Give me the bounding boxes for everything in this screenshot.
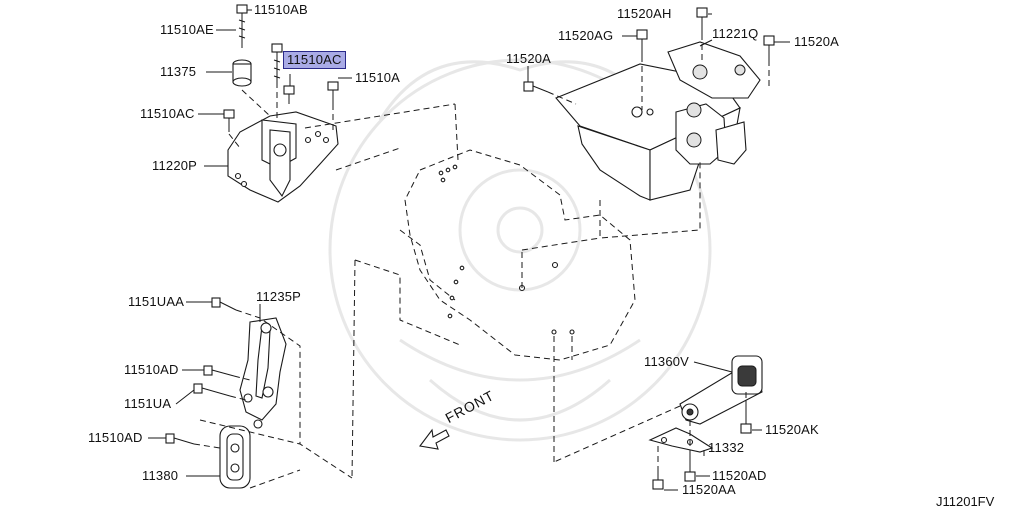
- watermark-emblem: [328, 58, 712, 442]
- label-11520AG[interactable]: 11520AG: [558, 28, 614, 43]
- label-1151UAA[interactable]: 1151UAA: [128, 294, 185, 309]
- bolt-1151UAA: [211, 297, 237, 311]
- torque-rod-11360V: [679, 355, 763, 425]
- bracket-11220P: [227, 111, 339, 203]
- label-11360V[interactable]: 11360V: [644, 354, 690, 369]
- label-11510A-left[interactable]: 11510A: [355, 70, 401, 85]
- bolt-11520AD: [684, 456, 696, 482]
- bolt-1151UA: [193, 383, 231, 397]
- stud-11510AB: [271, 43, 283, 88]
- label-11520A-left[interactable]: 11520A: [506, 51, 552, 66]
- label-11380[interactable]: 11380: [142, 468, 179, 483]
- bolt-11510AE: [236, 4, 248, 48]
- engine-block-outline: [351, 149, 636, 479]
- label-11220P[interactable]: 11220P: [152, 158, 198, 173]
- label-11510AC[interactable]: 11510AC: [140, 106, 195, 121]
- label-11332[interactable]: 11332: [708, 440, 745, 455]
- bracket-11332: [648, 427, 714, 453]
- bolt-11520A-right: [763, 35, 775, 60]
- label-11510AE[interactable]: 11510AE: [160, 22, 214, 37]
- bracket-11235P: [239, 317, 287, 429]
- bolt-11520AG: [636, 29, 648, 56]
- label-11235P[interactable]: 11235P: [256, 289, 302, 304]
- label-11510AD-lower[interactable]: 11510AD: [88, 430, 143, 445]
- label-11510AB[interactable]: 11510AB: [254, 2, 308, 17]
- label-1151UA[interactable]: 1151UA: [124, 396, 172, 411]
- label-11520AA[interactable]: 11520AA: [682, 482, 736, 497]
- bushing-11375: [232, 59, 252, 87]
- bolt-11520AK: [740, 400, 752, 434]
- label-11520A-right[interactable]: 11520A: [794, 34, 840, 49]
- label-11520AH[interactable]: 11520AH: [617, 6, 672, 21]
- label-11510AD-upper[interactable]: 11510AD: [124, 362, 179, 377]
- front-arrow: [419, 428, 450, 450]
- bracket-11221Q: [555, 41, 761, 201]
- label-11375[interactable]: 11375: [160, 64, 197, 79]
- bolt-11510A-left: [327, 81, 339, 104]
- bolt-11520AH: [696, 7, 708, 34]
- bolt-11510AD-upper: [203, 365, 235, 377]
- bolt-11510AC-upper: [283, 85, 295, 104]
- label-11221Q[interactable]: 11221Q: [712, 26, 759, 41]
- insulator-11380: [219, 425, 251, 489]
- bolt-11510AD-lower: [165, 433, 195, 445]
- bolt-11510AC-lower: [223, 109, 235, 132]
- bolt-11520AA: [652, 466, 664, 490]
- label-11520AD[interactable]: 11520AD: [712, 468, 767, 483]
- label-11510AC-highlighted[interactable]: 11510AC: [283, 51, 346, 69]
- label-11520AK[interactable]: 11520AK: [765, 422, 819, 437]
- diagram-reference-code: J11201FV: [936, 494, 995, 509]
- bolt-11520A-left: [523, 81, 549, 93]
